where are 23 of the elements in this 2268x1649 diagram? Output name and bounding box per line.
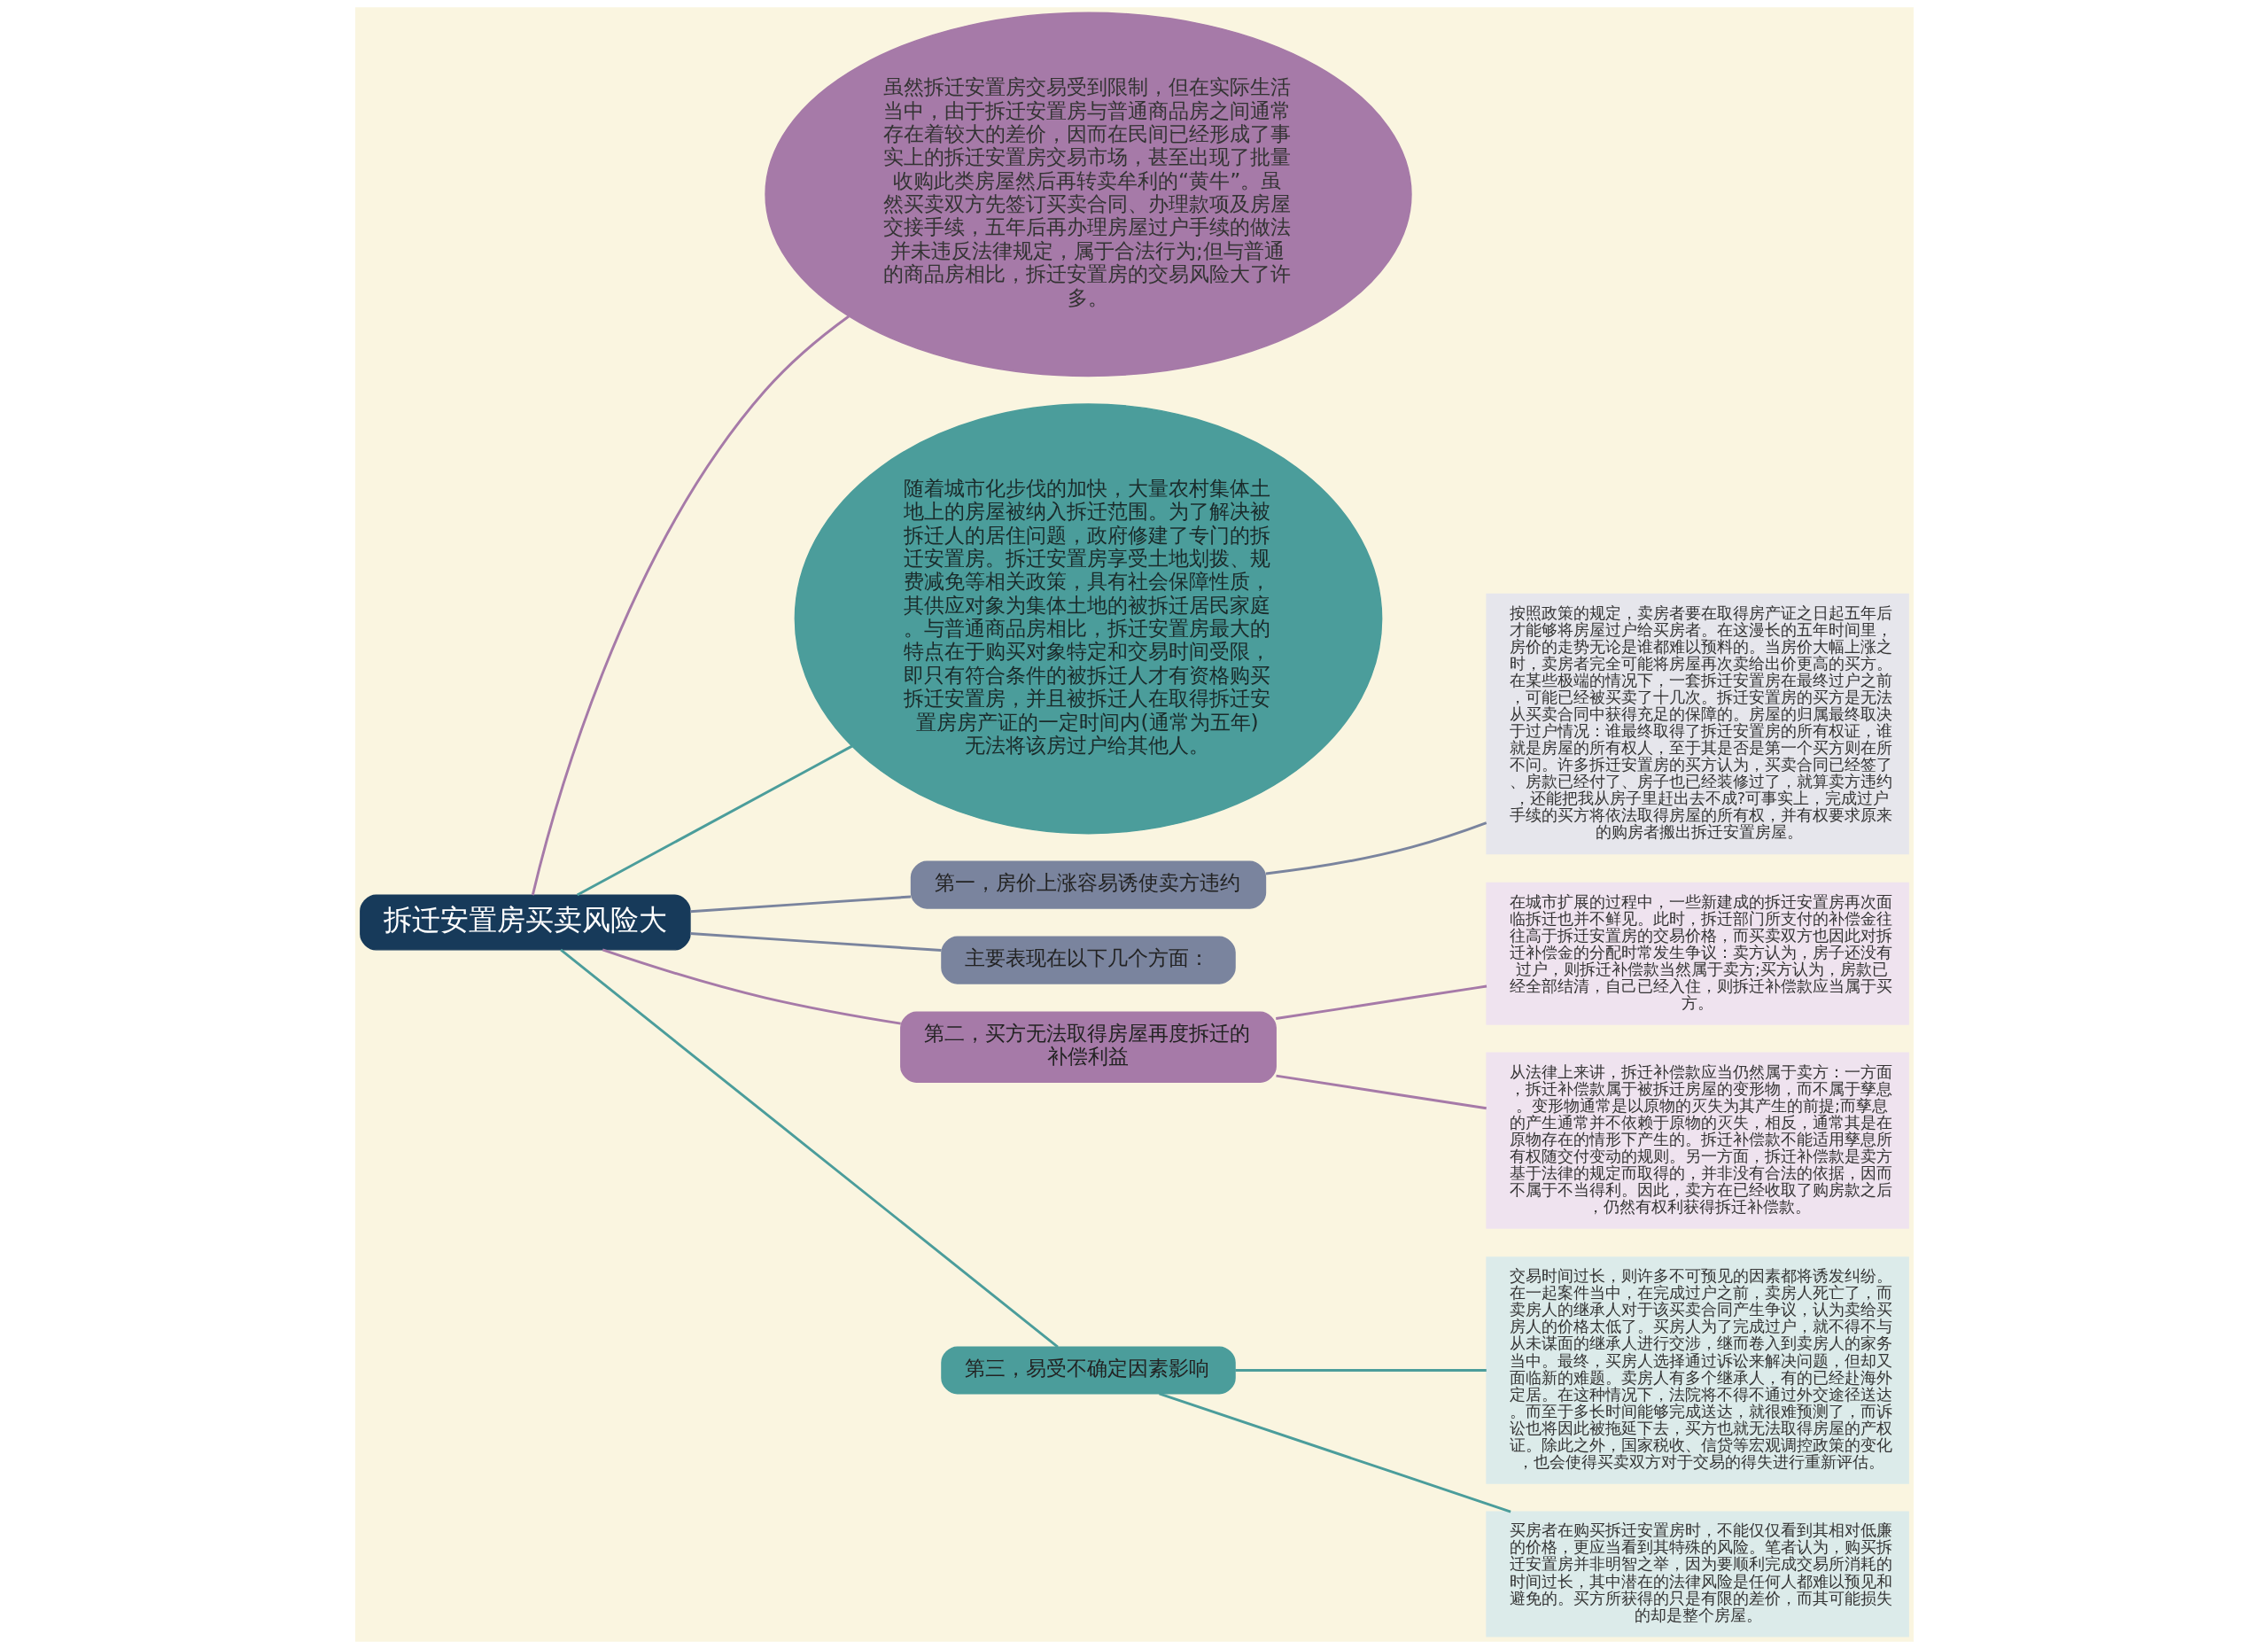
node-ellipse: 虽然拆迁安置房交易受到限制，但在实际生活当中，由于拆迁安置房与普通商品房之间通常存在着较大的差价，因而在民间已经形成了事实上的拆迁安置房交易市场，甚至出现了批量收购此类房屋然后再转卖牟利的“黄牛”。虽然买卖双方先签订买卖合同、办理款项及房屋交接手续，五年后再办理房屋过户手续的做法并未违反法律规定，属于合法行为;但与普通的商品房相比，拆迁安置房的交易风险大了许多。 xyxy=(764,12,1412,377)
node-box: 拆迁安置房买卖风险大 xyxy=(359,894,691,951)
node-box: 交易时间过长，则许多不可预见的因素都将诱发纠纷。在一起案件当中，在完成过户之前，卖房人死亡了，而卖房人的继承人对于该买卖合同产生争议，认为卖给买房人的价格太低了。买房人为了完成过户，就不得不与从未谋面的继承人进行交涉，继而卷入到卖房人的家务当中。最终，买房人选择通过诉讼来解决问题，但却又面临新的难题。卖房人有多个继承人，有的已经赴海外定居。在这种情况下，法院将不得不通过外交途径送达。而至于多长时间能够完成送达，就很难预测了，而诉讼也将因此被拖延下去，买方也就无法取得房屋的产权证。除此之外，国家税收、信贷等宏观调控政策的变化，也会使得买卖双方对于交易的得失进行重新评估。 xyxy=(1485,1256,1909,1484)
connector xyxy=(559,948,1059,1349)
node-box: 在城市扩展的过程中，一些新建成的拆迁安置房再次面临拆迁也并不鲜见。此时，拆迁部门所支付的补偿金往往高于拆迁安置房的交易价格，而买卖双方也因此对拆迁补偿金的分配时常发生争议：卖方认为，房子还没有过户，则拆迁补偿款当然属于卖方;买方认为，房款已经全部结清，自己已经入住，则拆迁补偿款应当属于买方。 xyxy=(1485,882,1909,1025)
node-box: 按照政策的规定，卖房者要在取得房产证之日起五年后才能够将房屋过户给买房者。在这漫长的五年时间里，房价的走势无论是谁都难以预料的。当房价大幅上涨之时，卖房者完全可能将房屋再次卖给出价更高的买方。在某些极端的情况下，一套拆迁安置房在最终过户之前，可能已经被买卖了十几次。拆迁安置房的买方是无法从买卖合同中获得充足的保障的。房屋的归属最终取决于过户情况：谁最终取得了拆迁安置房的所有权证，谁就是房屋的所有权人，至于其是否是第一个买方则在所不问。许多拆迁安置房的买方认为，买卖合同已经签了、房款已经付了、房子也已经装修过了，就算卖方违约，还能把我从房子里赶出去不成?可事实上，完成过户手续的买方将依法取得房屋的所有权，并有权要求原来的购房者搬出拆迁安置房屋。 xyxy=(1485,593,1909,855)
connector xyxy=(531,315,850,896)
connector xyxy=(689,932,942,952)
node-box: 从法律上来讲，拆迁补偿款应当仍然属于卖方：一方面，拆迁补偿款属于被拆迁房屋的变形物，而不属于孳息。变形物通常是以原物的灭失为其产生的前提;而孳息的产生通常并不依赖于原物的灭失，相反，通常其是在原物存在的情形下产生的。拆迁补偿款不能适用孳息所有权随交付变动的规则。另一方面，拆迁补偿款是卖方基于法律的规定而取得的，并非没有合法的依据，因而不属于不当得利。因此，卖方在已经收取了购房款之后，仍然有权利获得拆迁补偿款。 xyxy=(1485,1052,1909,1229)
node-box: 第一，房价上涨容易诱使卖方违约 xyxy=(910,860,1266,909)
connector xyxy=(1158,1392,1511,1513)
connector xyxy=(1265,821,1487,875)
node-ellipse: 随着城市化步伐的加快，大量农村集体土地上的房屋被纳入拆迁范围。为了解决被拆迁人的居住问题，政府修建了专门的拆迁安置房。拆迁安置房享受土地划拨、规费减免等相关政策，具有社会保障性质，其供应对象为集体土地的被拆迁居民家庭。与普通商品房相比，拆迁安置房最大的特点在于购买对象特定和交易时间受限，即只有符合条件的被拆迁人才有资格购买拆迁安置房，并且被拆迁人在取得拆迁安置房房产证的一定时间内(通常为五年)无法将该房过户给其他人。 xyxy=(794,403,1382,835)
connector xyxy=(1234,1369,1487,1372)
node-box: 第三，易受不确定因素影响 xyxy=(940,1346,1236,1395)
node-box: 第二，买方无法取得房屋再度拆迁的补偿利益 xyxy=(899,1011,1277,1083)
connector xyxy=(689,895,911,914)
node-box: 买房者在购买拆迁安置房时，不能仅仅看到其相对低廉的价格，更应当看到其特殊的风险。笔者认为，购买拆迁安置房并非明智之举，因为要顺利完成交易所消耗的时间过长，其中潜在的法律风险是任何人都难以预见和避免的。买方所获得的只是有限的差价，而其可能损失的却是整个房屋。 xyxy=(1485,1511,1909,1637)
connector xyxy=(576,744,852,897)
node-box: 主要表现在以下几个方面： xyxy=(940,936,1236,984)
connector xyxy=(1275,984,1487,1020)
connector xyxy=(602,948,901,1025)
connector xyxy=(1275,1074,1487,1110)
